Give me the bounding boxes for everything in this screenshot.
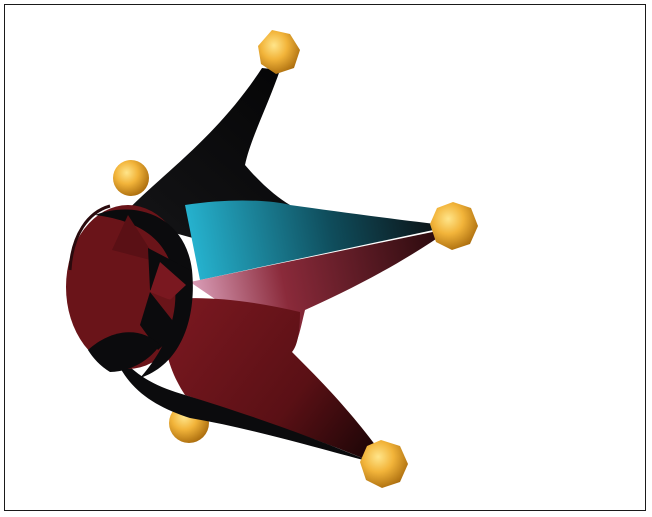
hat-bottom-horn-shadow xyxy=(110,340,372,462)
hat-top-horn xyxy=(120,68,290,240)
bell-top-icon xyxy=(258,30,300,74)
hat-brim xyxy=(66,204,193,378)
hat-right-horn-upper xyxy=(185,200,452,280)
back-bell-upper-icon xyxy=(113,160,149,196)
bell-bottom-icon xyxy=(360,440,408,488)
hat-bottom-horn xyxy=(163,298,385,462)
bell-right-icon xyxy=(430,202,478,250)
